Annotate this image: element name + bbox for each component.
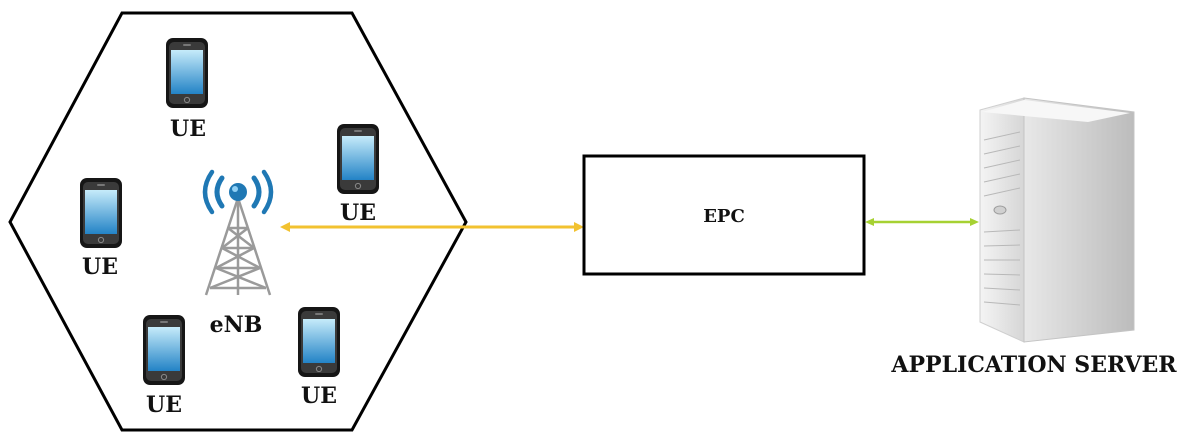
ue-phone-icon — [79, 177, 123, 249]
ue-label: UE — [146, 392, 182, 418]
cell-hexagon — [8, 11, 468, 432]
ue-phone-icon — [142, 314, 186, 386]
application-server-label: APPLICATION SERVER — [891, 352, 1177, 378]
ue-phone-icon — [297, 306, 341, 378]
epc-box — [582, 154, 866, 276]
ue-label: UE — [340, 200, 376, 226]
epc-label: EPC — [703, 206, 745, 227]
ue-phone-icon — [165, 37, 209, 109]
ue-label: UE — [301, 383, 337, 409]
enb-tower-icon — [202, 169, 274, 296]
ue-phone-icon — [336, 123, 380, 195]
enb-epc-link — [280, 222, 584, 232]
epc-server-link — [865, 218, 979, 226]
server-icon — [979, 97, 1135, 343]
ue-label: UE — [170, 116, 206, 142]
enb-label: eNB — [209, 312, 263, 338]
ue-label: UE — [82, 254, 118, 280]
